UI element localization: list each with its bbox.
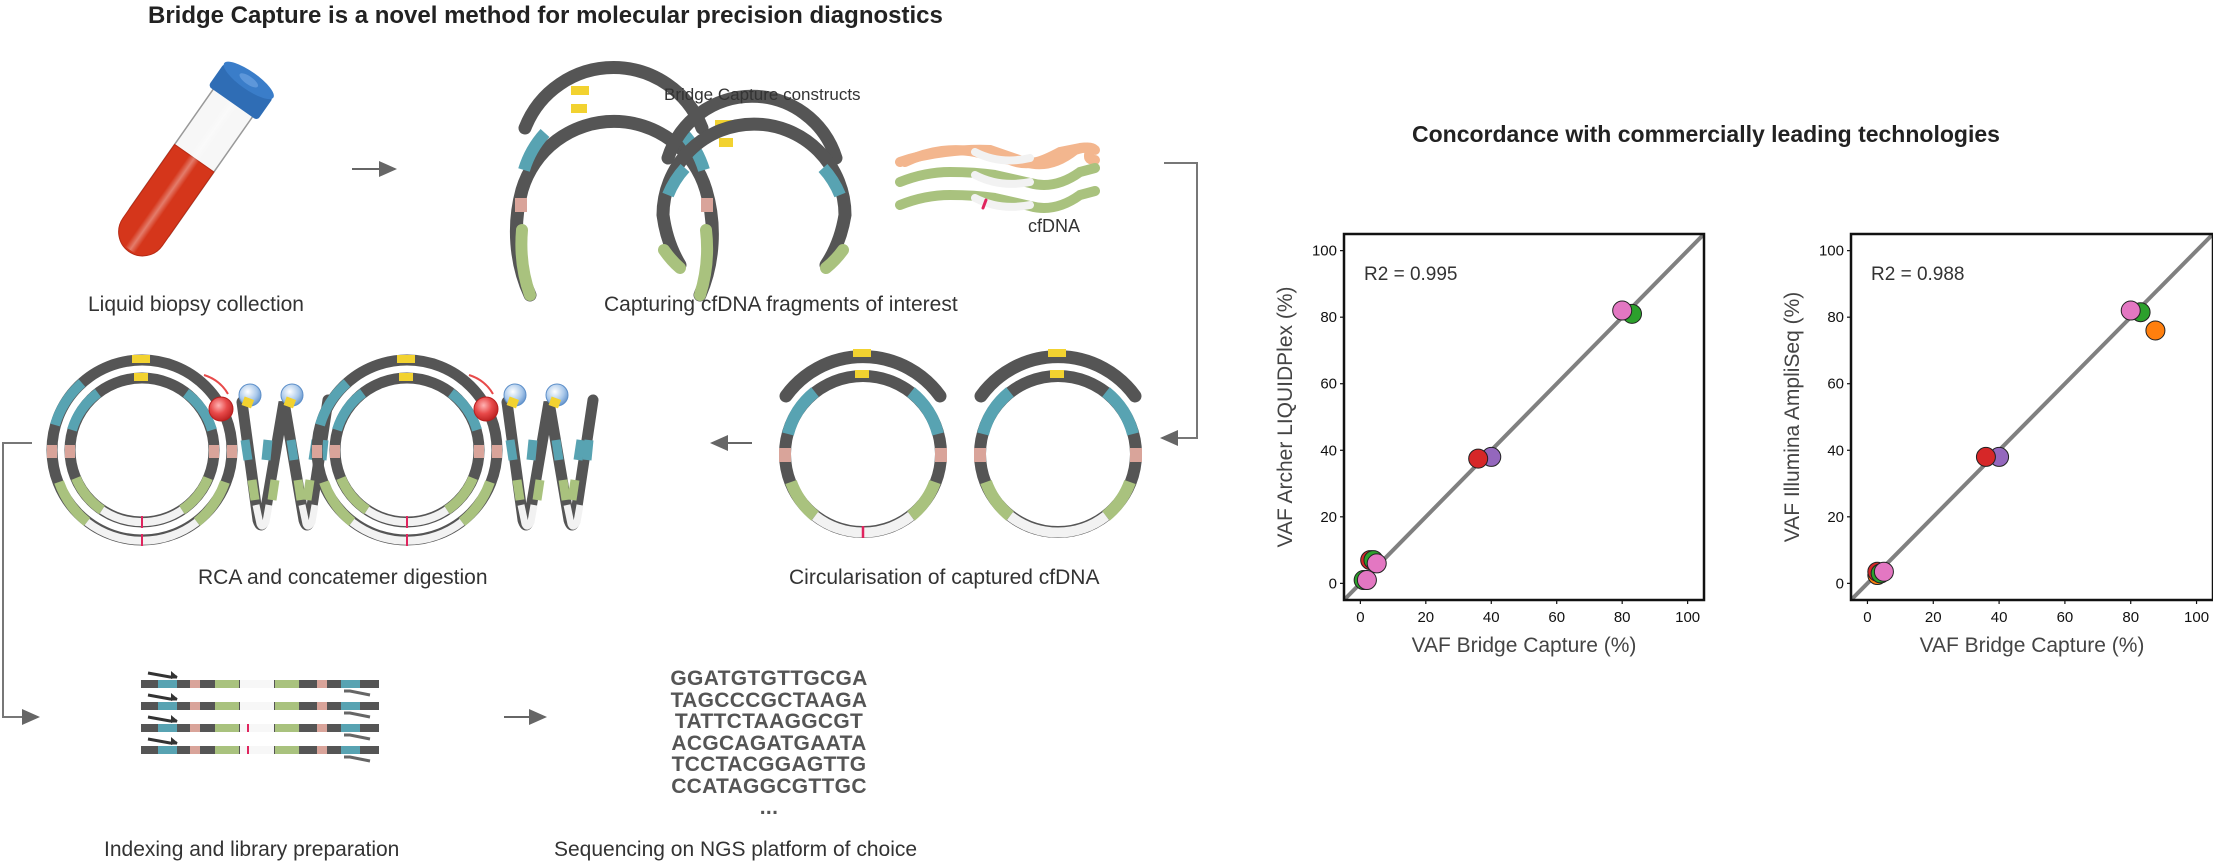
data-point <box>1366 553 1387 574</box>
x-axis-label: VAF Bridge Capture (%) <box>1920 634 2145 657</box>
step-label-liquid-biopsy: Liquid biopsy collection <box>88 293 304 316</box>
y-tick-label: 60 <box>1827 376 1844 393</box>
x-tick-label: 20 <box>1925 609 1942 626</box>
y-tick-label: 80 <box>1827 309 1844 326</box>
x-tick-label: 100 <box>2184 609 2209 626</box>
reference-line <box>1344 234 1704 600</box>
data-point <box>2145 320 2166 341</box>
plot-frame <box>1342 232 1706 602</box>
y-axis-label: VAF Illumina AmpliSeq (%) <box>1781 292 1804 543</box>
y-tick-label: 100 <box>1819 243 1844 260</box>
scatter-chart-ampliseq: 0 20 40 60 80 100 0 20 40 60 80 100 R2 = 0.988 VAF … <box>1781 232 2213 657</box>
x-tick-label: 0 <box>1356 609 1364 626</box>
figure-title: Bridge Capture is a novel method for mol… <box>148 2 943 29</box>
y-tick-label: 60 <box>1320 376 1337 393</box>
sequence-read: ACGCAGATGAATA <box>671 731 867 755</box>
x-tick-label: 80 <box>2122 609 2139 626</box>
capture-constructs-icon <box>509 61 852 302</box>
data-point <box>1975 446 1996 467</box>
r2-annotation: R2 = 0.988 <box>1871 264 1965 285</box>
library-strands-icon <box>139 671 381 763</box>
y-tick-label: 0 <box>1329 575 1337 592</box>
x-tick-label: 60 <box>2057 609 2074 626</box>
step-label-sequencing: Sequencing on NGS platform of choice <box>554 838 918 861</box>
x-tick-label: 80 <box>1614 609 1631 626</box>
y-tick-label: 20 <box>1827 509 1844 526</box>
y-tick-label: 80 <box>1320 309 1337 326</box>
sequence-read: GGATGTGTTGCGA <box>670 667 868 690</box>
step-label-circularisation: Circularisation of captured cfDNA <box>789 566 1100 589</box>
x-tick-label: 0 <box>1863 609 1871 626</box>
y-axis-label: VAF Archer LIQUIDPlex (%) <box>1274 286 1297 547</box>
cfdna-annotation: cfDNA <box>1028 216 1080 236</box>
reference-line <box>1851 234 2213 600</box>
blood-tube-icon <box>118 61 274 257</box>
y-tick-label: 40 <box>1827 442 1844 459</box>
x-tick-label: 40 <box>1483 609 1500 626</box>
x-tick-label: 40 <box>1991 609 2008 626</box>
x-tick-label: 60 <box>1548 609 1565 626</box>
data-point <box>1356 570 1377 591</box>
y-tick-label: 100 <box>1312 243 1337 260</box>
x-tick-label: 20 <box>1417 609 1434 626</box>
sequence-read: CCATAGGCGTTGC <box>671 774 867 798</box>
x-axis-label: VAF Bridge Capture (%) <box>1412 634 1637 657</box>
step-label-capturing: Capturing cfDNA fragments of interest <box>604 293 958 316</box>
sequence-ellipsis: ... <box>759 796 779 819</box>
y-tick-label: 40 <box>1320 442 1337 459</box>
sequence-read: TCCTACGGAGTTG <box>671 753 867 776</box>
cfdna-strands-icon <box>895 142 1100 213</box>
concordance-title: Concordance with commercially leading te… <box>1412 121 2000 147</box>
constructs-annotation: Bridge Capture constructs <box>664 85 861 104</box>
scatter-chart-archer: 0 20 40 60 80 100 0 20 40 60 80 100 R2 = 0.995 VAF … <box>1274 232 1706 657</box>
r2-annotation: R2 = 0.995 <box>1364 264 1458 285</box>
plot-frame <box>1849 232 2213 602</box>
sequence-reads-icon: GGATGTGTTGCGA TAGCCCGCTAAGA TATTCTAAGGCG… <box>660 668 878 819</box>
data-point <box>1468 448 1489 469</box>
data-point <box>1873 561 1894 582</box>
flow-arrow <box>2 442 40 725</box>
step-label-rca: RCA and concatemer digestion <box>198 566 488 589</box>
workflow-diagram: Bridge Capture constructs cfDNA <box>2 61 1198 763</box>
x-tick-label: 100 <box>1675 609 1700 626</box>
step-label-indexing: Indexing and library preparation <box>104 838 400 861</box>
sequence-read: TATTCTAAGGCGT <box>674 710 864 733</box>
rca-concatemer-icon <box>46 355 593 546</box>
data-point <box>2120 300 2141 321</box>
flow-arrow <box>1160 162 1198 446</box>
circularised-dna-icon <box>779 349 1142 538</box>
y-tick-label: 0 <box>1836 575 1844 592</box>
y-tick-label: 20 <box>1320 509 1337 526</box>
data-point <box>1612 300 1633 321</box>
sequence-read: TAGCCCGCTAAGA <box>670 688 868 712</box>
